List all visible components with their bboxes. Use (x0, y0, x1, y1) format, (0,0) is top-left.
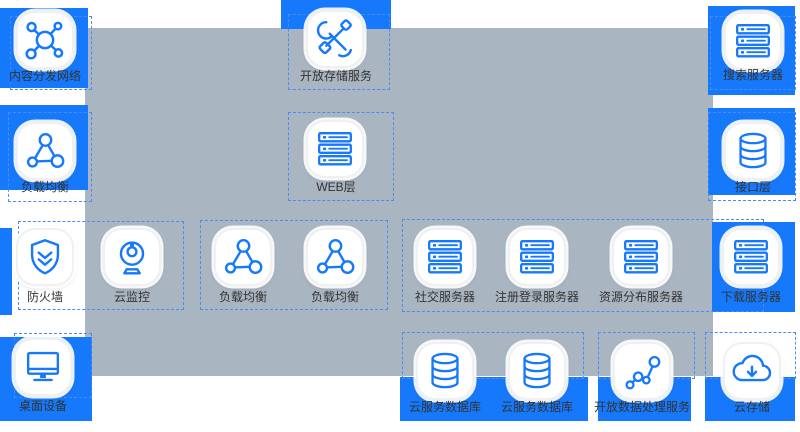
node-label-register-login-server: 注册登录服务器 (494, 290, 580, 304)
node-cloud-storage[interactable] (723, 342, 781, 400)
node-load-balancer-mid-1[interactable] (214, 228, 272, 286)
node-social-server[interactable] (416, 228, 474, 286)
cloud-download-icon (729, 348, 775, 394)
dashed-group-box (200, 220, 388, 310)
node-web-layer[interactable] (306, 120, 364, 178)
node-load-balancer-mid-2[interactable] (306, 228, 364, 286)
servers-icon (728, 234, 774, 280)
servers-icon (422, 234, 468, 280)
blue-edge-block (0, 228, 12, 315)
gray-panel (85, 28, 713, 376)
node-label-social-server: 社交服务器 (414, 290, 476, 304)
node-label-open-data-processing: 开放数据处理服务 (593, 400, 691, 414)
tools-icon (312, 16, 358, 62)
servers-icon (514, 234, 560, 280)
load-balancer-icon (312, 234, 358, 280)
dashed-group-box (288, 112, 394, 201)
dashed-group-box (8, 112, 92, 202)
node-label-search-server: 搜索服务器 (722, 68, 784, 82)
node-label-load-balancer-left: 负载均衡 (20, 180, 70, 194)
database-icon (730, 128, 776, 174)
load-balancer-icon (22, 128, 68, 174)
database-icon (514, 348, 560, 394)
node-label-download-server: 下载服务器 (720, 290, 782, 304)
node-open-storage[interactable] (306, 10, 364, 68)
node-label-cloud-db-2: 云服务数据库 (500, 400, 574, 414)
node-resource-dist-server[interactable] (612, 228, 670, 286)
load-balancer-icon (220, 234, 266, 280)
node-label-open-storage: 开放存储服务 (299, 69, 373, 83)
servers-icon (618, 234, 664, 280)
node-cdn[interactable] (16, 11, 74, 69)
webcam-icon (109, 234, 155, 280)
node-label-desktop-device: 桌面设备 (18, 399, 68, 413)
node-download-server[interactable] (722, 228, 780, 286)
node-cloud-monitor[interactable] (103, 228, 161, 286)
node-label-api-layer: 接口层 (734, 180, 772, 194)
node-desktop-device[interactable] (14, 338, 72, 396)
servers-icon (730, 18, 776, 64)
node-label-resource-dist-server: 资源分布服务器 (598, 290, 684, 304)
node-label-cdn: 内容分发网络 (8, 69, 82, 83)
node-cloud-db-2[interactable] (508, 342, 566, 400)
node-label-cloud-storage: 云存储 (733, 400, 771, 414)
scatter-graph-icon (619, 348, 665, 394)
dashed-group-box (402, 332, 584, 379)
node-open-data-processing[interactable] (613, 342, 671, 400)
database-icon (422, 348, 468, 394)
node-label-firewall: 防火墙 (26, 290, 64, 304)
servers-icon (312, 126, 358, 172)
node-label-web-layer: WEB层 (316, 180, 356, 194)
node-firewall[interactable] (16, 228, 74, 286)
dashed-group-box (708, 112, 796, 201)
network-hub-icon (22, 17, 68, 63)
monitor-icon (20, 344, 66, 390)
node-label-cloud-db-1: 云服务数据库 (408, 400, 482, 414)
node-api-layer[interactable] (724, 122, 782, 180)
node-load-balancer-left[interactable] (16, 122, 74, 180)
shield-icon (22, 234, 68, 280)
node-label-load-balancer-mid-2: 负载均衡 (310, 290, 360, 304)
node-search-server[interactable] (724, 12, 782, 70)
node-register-login-server[interactable] (508, 228, 566, 286)
node-cloud-db-1[interactable] (416, 342, 474, 400)
node-label-load-balancer-mid-1: 负载均衡 (218, 290, 268, 304)
node-label-cloud-monitor: 云监控 (113, 290, 151, 304)
